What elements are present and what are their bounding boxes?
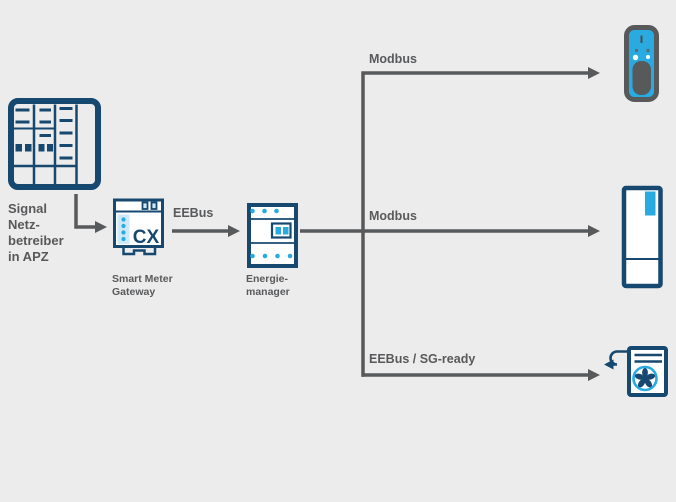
gateway-label-line: Gateway [112,286,156,298]
arrowhead [588,369,600,381]
return-air-arrow-icon [604,350,629,370]
ventilation-fan-icon [604,346,668,397]
connector-bus [300,71,588,377]
energy-manager-label: Energie- manager [246,273,290,299]
gateway-device-text: CX [133,227,160,248]
heat-pump-icon [621,185,663,289]
smart-meter-gateway-icon: CX [113,198,164,256]
gateway-label: Smart Meter Gateway [112,273,173,299]
sg-ready-connection-label: EEBus / SG-ready [369,352,476,366]
energy-manager-label-line: Energie- [246,273,289,285]
signal-source-label-line: Netz- [8,217,40,232]
signal-source-label-line: betreiber [8,233,64,248]
meter-cabinet-icon [8,98,101,190]
fan-blades-icon [634,368,656,388]
arrowhead [588,225,600,237]
signal-source-label-line: Signal [8,201,48,216]
signal-source-label-line: in APZ [8,249,49,264]
modbus-middle-connection-label: Modbus [369,209,417,223]
arrowhead [228,225,240,237]
wallbox-icon [624,25,659,102]
gateway-label-line: Smart Meter [112,273,173,285]
arrowhead [95,221,107,233]
signal-source-label: Signal Netz- betreiber in APZ [8,201,64,265]
energy-manager-icon [247,203,298,268]
eebus-connection-label: EEBus [173,206,214,220]
energy-manager-label-line: manager [246,286,290,298]
modbus-top-connection-label: Modbus [369,52,417,66]
arrowhead [588,67,600,79]
connector-cabinet-to-gateway [74,194,95,229]
